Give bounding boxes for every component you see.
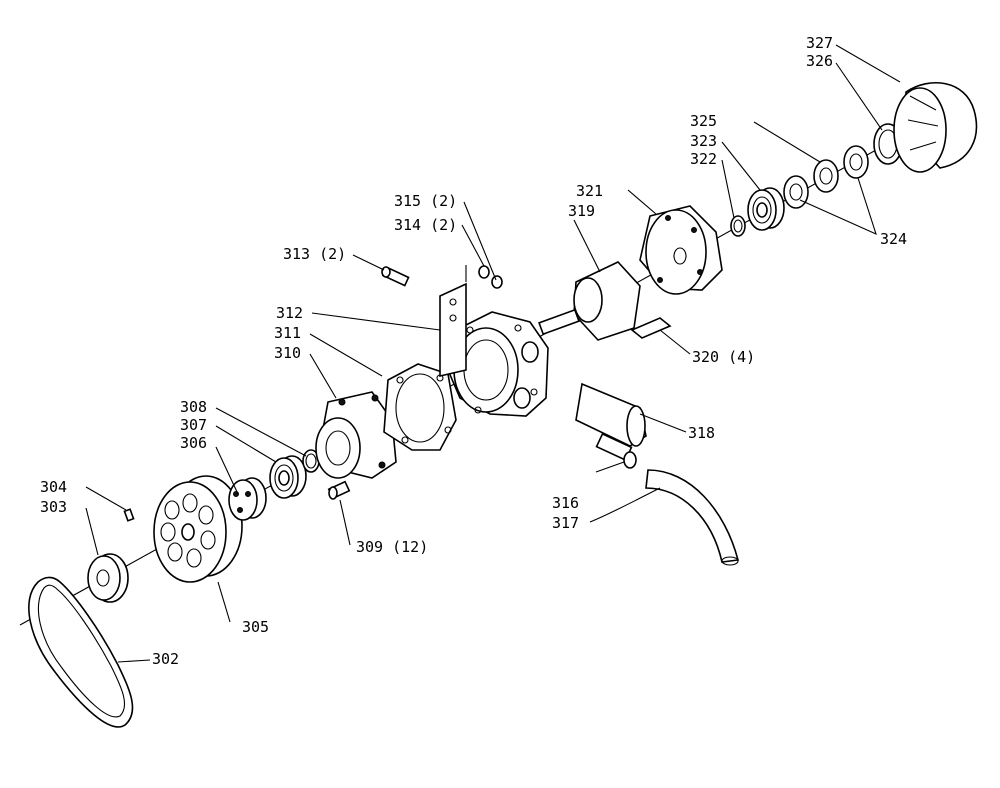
part-305-fan xyxy=(153,475,243,583)
label-304: 304 xyxy=(40,478,67,496)
part-317-hose xyxy=(645,469,740,566)
label-310: 310 xyxy=(274,344,301,362)
part-304-set-screw xyxy=(123,508,135,522)
label-322: 322 xyxy=(690,150,717,168)
part-324-washers xyxy=(783,145,869,209)
part-327-fan-cover xyxy=(893,81,978,173)
label-303: 303 xyxy=(40,498,67,516)
label-315: 315 (2) xyxy=(394,192,457,210)
part-309-screw xyxy=(327,480,351,500)
label-308: 308 xyxy=(180,398,207,416)
leader-lines xyxy=(85,44,901,663)
label-316: 316 xyxy=(552,494,579,512)
label-327: 327 xyxy=(806,34,833,52)
label-312: 312 xyxy=(276,304,303,322)
label-302: 302 xyxy=(152,650,179,668)
label-323: 323 xyxy=(690,132,717,150)
label-313: 313 (2) xyxy=(283,245,346,263)
label-318: 318 xyxy=(688,424,715,442)
part-321-end-plate xyxy=(639,205,723,295)
label-306: 306 xyxy=(180,434,207,452)
part-312-mounting-plate xyxy=(439,282,467,378)
part-322-snap-ring xyxy=(730,215,746,237)
part-320-vanes xyxy=(630,317,672,339)
label-325: 325 xyxy=(690,112,717,130)
part-315-nut xyxy=(491,275,503,289)
part-325-spacer xyxy=(813,159,839,193)
part-313-bolt xyxy=(381,266,410,287)
part-314-washer xyxy=(478,265,490,279)
pump-housing xyxy=(447,311,549,417)
part-307-bearing xyxy=(269,455,307,499)
label-319: 319 xyxy=(568,202,595,220)
label-317: 317 xyxy=(552,514,579,532)
label-314: 314 (2) xyxy=(394,216,457,234)
part-311-gasket xyxy=(383,363,457,451)
part-316-fitting xyxy=(595,432,637,469)
label-305: 305 xyxy=(242,618,269,636)
label-311: 311 xyxy=(274,324,301,342)
part-303-pulley xyxy=(87,553,129,603)
label-309: 309 (12) xyxy=(356,538,428,556)
part-318-filter xyxy=(575,382,647,447)
part-302-belt xyxy=(28,576,134,728)
part-306-hub xyxy=(228,477,267,521)
part-310-end-bracket xyxy=(315,391,397,479)
label-324: 324 xyxy=(880,230,907,248)
label-321: 321 xyxy=(576,182,603,200)
label-320: 320 (4) xyxy=(692,348,755,366)
part-323-bearing xyxy=(747,187,785,231)
part-319-rotor xyxy=(538,261,641,341)
label-326: 326 xyxy=(806,52,833,70)
label-307: 307 xyxy=(180,416,207,434)
